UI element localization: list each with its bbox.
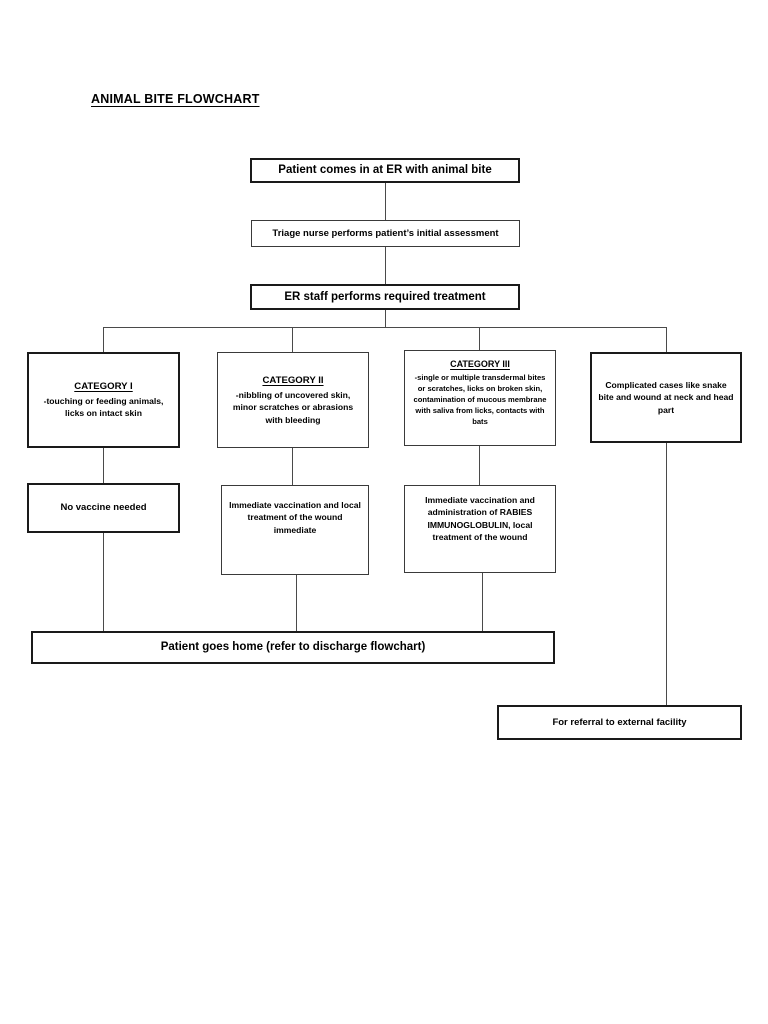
- node-discharge-label: Patient goes home (refer to discharge fl…: [160, 641, 426, 654]
- node-complicated-cases-label: Complicated cases like snake bite and wo…: [598, 379, 734, 415]
- connector-treatment-to-bus: [385, 310, 386, 328]
- node-category-2-heading: CATEGORY II: [262, 374, 324, 386]
- node-referral[interactable]: For referral to external facility: [497, 705, 742, 740]
- node-triage[interactable]: Triage nurse performs patient’s initial …: [251, 220, 520, 247]
- connector-triage-to-treatment: [385, 246, 386, 284]
- node-category-3-body: -single or multiple transdermal bites or…: [413, 373, 547, 427]
- node-referral-label: For referral to external facility: [552, 716, 687, 728]
- connector-bus-to-complicated: [666, 327, 667, 352]
- node-category-1-body: -touching or feeding animals, licks on i…: [43, 396, 164, 419]
- connector-category3-to-vaccination-rig: [479, 446, 480, 485]
- node-no-vaccine-label: No vaccine needed: [60, 502, 147, 514]
- connector-bus-to-category2: [292, 327, 293, 352]
- node-category-2[interactable]: CATEGORY II -nibbling of uncovered skin,…: [217, 352, 369, 448]
- connector-vaccination-to-discharge: [296, 575, 297, 631]
- node-vaccination-label: Immediate vaccination and local treatmen…: [229, 500, 361, 535]
- node-arrival-label: Patient comes in at ER with animal bite: [278, 164, 492, 177]
- connector-complicated-to-referral: [666, 443, 667, 705]
- connector-bus-to-category1: [103, 327, 104, 352]
- node-no-vaccine[interactable]: No vaccine needed: [27, 483, 180, 533]
- connector-bus-to-category3: [479, 327, 480, 350]
- connector-vaccination-rig-to-discharge: [482, 573, 483, 631]
- node-category-1[interactable]: CATEGORY I -touching or feeding animals,…: [27, 352, 180, 448]
- node-vaccination-rig-label: Immediate vaccination and administration…: [425, 495, 535, 543]
- connector-no-vaccine-to-discharge: [103, 533, 104, 631]
- connector-category1-to-no-vaccine: [103, 448, 104, 483]
- page-title: ANIMAL BITE FLOWCHART: [91, 92, 260, 106]
- node-triage-label: Triage nurse performs patient’s initial …: [272, 227, 499, 239]
- node-category-3[interactable]: CATEGORY III -single or multiple transde…: [404, 350, 556, 446]
- node-category-3-heading: CATEGORY III: [450, 359, 510, 369]
- connector-arrival-to-triage: [385, 182, 386, 220]
- node-vaccination[interactable]: Immediate vaccination and local treatmen…: [221, 485, 369, 575]
- node-discharge[interactable]: Patient goes home (refer to discharge fl…: [31, 631, 555, 664]
- node-vaccination-rig[interactable]: Immediate vaccination and administration…: [404, 485, 556, 573]
- node-treatment[interactable]: ER staff performs required treatment: [250, 284, 520, 310]
- node-category-2-body: -nibbling of uncovered skin, minor scrat…: [232, 389, 354, 425]
- node-arrival[interactable]: Patient comes in at ER with animal bite: [250, 158, 520, 183]
- node-treatment-label: ER staff performs required treatment: [284, 290, 486, 303]
- connector-category-bus: [103, 327, 666, 328]
- connector-category2-to-vaccination: [292, 448, 293, 485]
- node-category-1-heading: CATEGORY I: [74, 381, 133, 393]
- node-complicated-cases[interactable]: Complicated cases like snake bite and wo…: [590, 352, 742, 443]
